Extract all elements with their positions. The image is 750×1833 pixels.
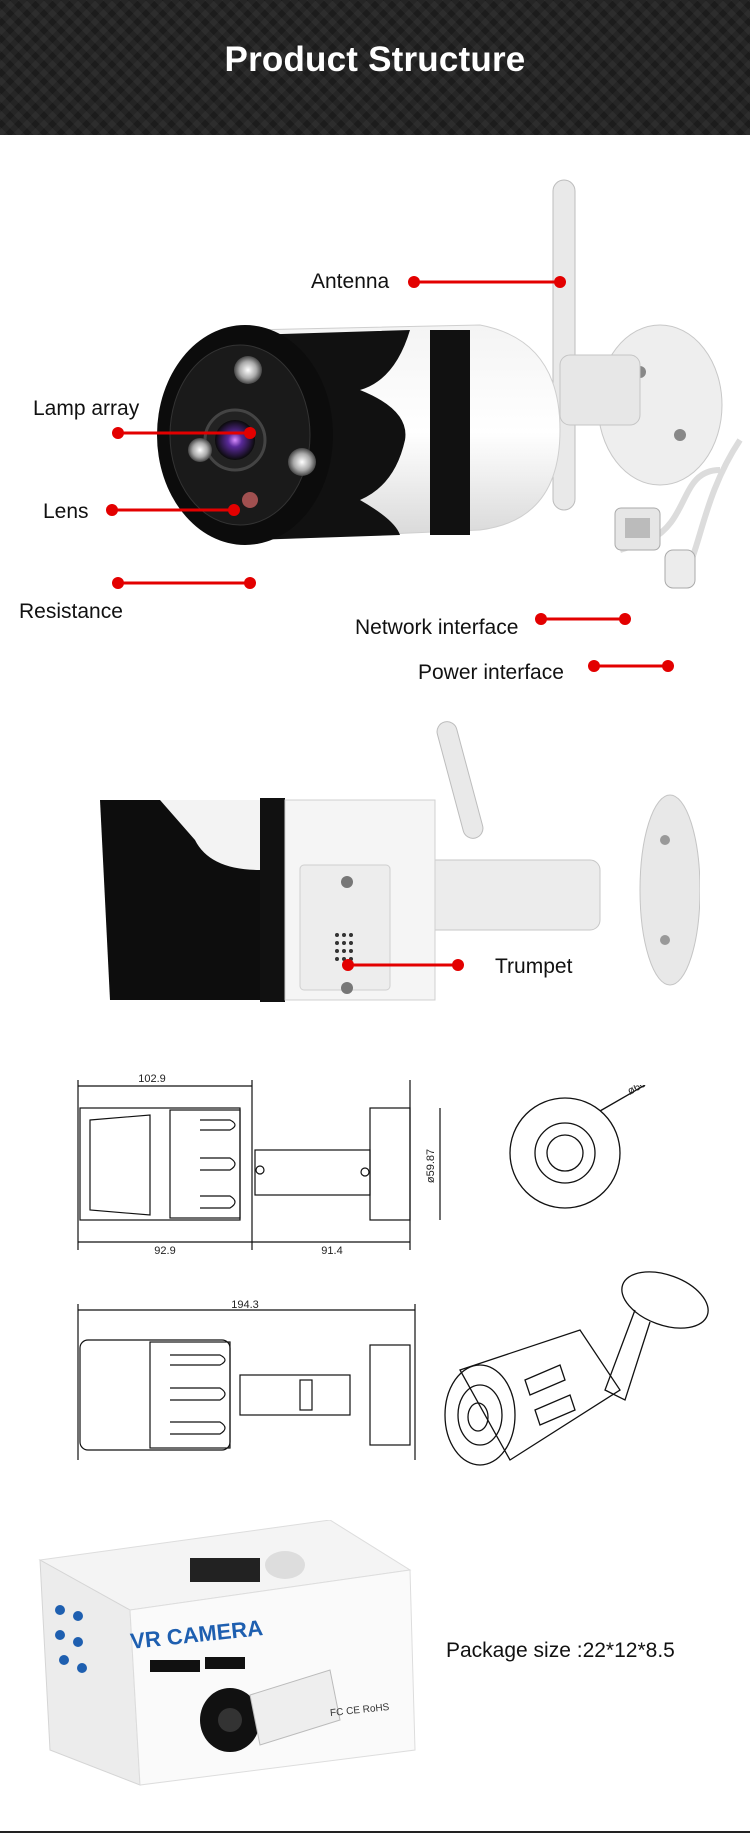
camera-front-illustration [157, 179, 743, 589]
dim-mount-length: 91.4 [321, 1245, 342, 1255]
dim-top-width: 102.9 [138, 1073, 166, 1085]
dimension-drawing-top: 194.3 [77, 1300, 416, 1460]
callout-network-interface [535, 613, 631, 625]
label-lamp-array: Lamp array [33, 397, 140, 420]
label-antenna: Antenna [311, 270, 390, 293]
callout-resistance [112, 577, 256, 589]
dimension-drawing-front: ø66 [509, 1085, 648, 1209]
camera-side-illustration [100, 721, 700, 1002]
package-box-illustration [38, 1520, 416, 1786]
label-trumpet: Trumpet [495, 955, 573, 978]
label-network-interface: Network interface [355, 616, 519, 639]
package-size-text: Package size :22*12*8.5 [446, 1639, 675, 1662]
callout-antenna [408, 276, 566, 288]
callout-lens [106, 504, 240, 516]
label-resistance: Resistance [19, 600, 123, 623]
callout-lamp-array [112, 427, 256, 439]
label-power-interface: Power interface [418, 661, 564, 684]
label-lens: Lens [43, 500, 89, 523]
header-banner: Product Structure [0, 0, 750, 135]
callout-trumpet [342, 959, 464, 971]
dim-diameter: ø66 [626, 1085, 648, 1098]
dim-mount-height: ø59.87 [425, 1149, 437, 1183]
page-title: Product Structure [224, 40, 526, 79]
dim-total-length: 194.3 [231, 1300, 259, 1311]
callout-power-interface [588, 660, 674, 672]
dim-body-length: 92.9 [154, 1245, 175, 1255]
dimension-drawing-side: 102.9 92.9 91.4 ø59.87 [77, 1073, 441, 1255]
dimension-drawing-perspective [444, 1271, 709, 1466]
bottom-divider [0, 1831, 750, 1833]
